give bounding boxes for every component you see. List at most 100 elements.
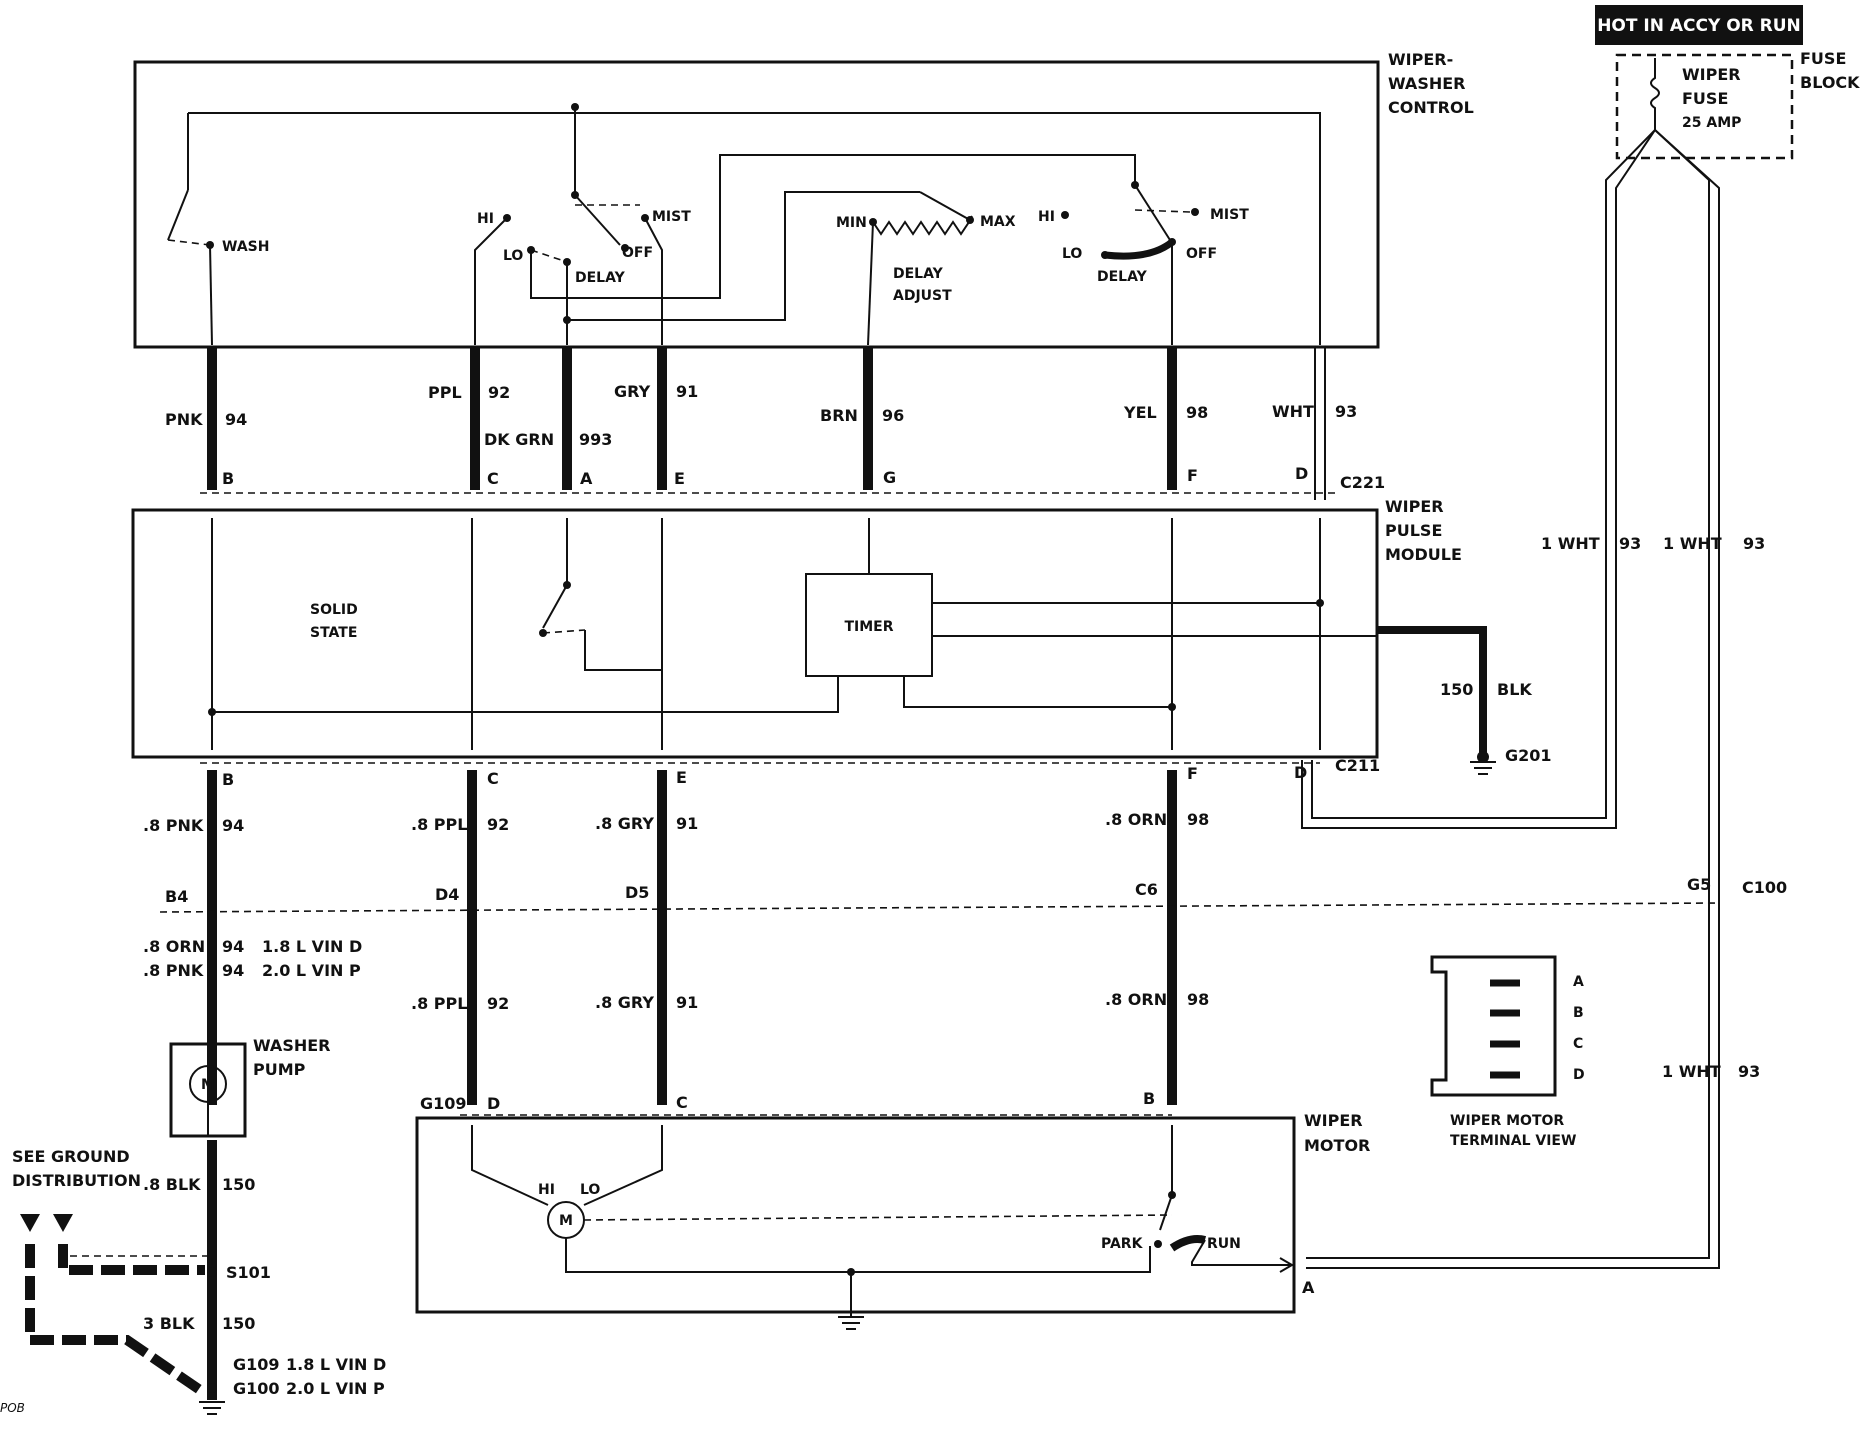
svg-text:MIST: MIST [652, 209, 691, 225]
control-label-1: WIPER- [1388, 50, 1453, 69]
svg-text:94: 94 [222, 816, 244, 835]
svg-text:94: 94 [222, 937, 244, 956]
svg-text:1 WHT: 1 WHT [1663, 534, 1722, 553]
connector-c100-line [159, 902, 1721, 913]
svg-text:93: 93 [1619, 534, 1641, 553]
svg-text:1.8 L VIN D: 1.8 L VIN D [262, 937, 362, 956]
svg-text:GRY: GRY [614, 382, 651, 401]
c221-pin-labels: B C A E G F D C221 [222, 464, 1385, 492]
svg-text:LO: LO [503, 248, 523, 264]
svg-text:B: B [1573, 1005, 1584, 1021]
svg-text:B: B [222, 770, 234, 789]
control-internal-wiring [167, 103, 1321, 346]
hot-label: HOT IN ACCY OR RUN [1597, 16, 1801, 36]
svg-text:94: 94 [222, 961, 244, 980]
svg-text:93: 93 [1743, 534, 1765, 553]
svg-text:B: B [1143, 1089, 1155, 1108]
svg-text:.8 ORN: .8 ORN [1105, 990, 1167, 1009]
motor-ground-icon [838, 1272, 864, 1330]
ground-ref-arrow-2 [53, 1214, 73, 1232]
svg-text:150: 150 [1440, 680, 1473, 699]
svg-text:G5: G5 [1687, 875, 1711, 894]
svg-text:.8 PPL: .8 PPL [411, 815, 467, 834]
svg-text:2.0 L VIN P: 2.0 L VIN P [262, 961, 361, 980]
svg-text:92: 92 [488, 383, 510, 402]
svg-text:C: C [487, 469, 499, 488]
svg-text:YEL: YEL [1123, 403, 1157, 422]
svg-text:.8 ORN: .8 ORN [143, 937, 205, 956]
svg-text:MAX: MAX [980, 214, 1016, 230]
svg-text:M: M [201, 1077, 215, 1093]
svg-text:150: 150 [222, 1175, 255, 1194]
washer-pump: M WASHER PUMP [169, 1036, 330, 1138]
svg-text:A: A [1302, 1278, 1315, 1297]
wiper-fuse-icon [1650, 58, 1660, 130]
svg-text:D4: D4 [435, 885, 459, 904]
svg-text:M: M [559, 1213, 573, 1229]
middle-wire-labels: .8 PNK 94 .8 PPL 92 .8 GRY 91 .8 ORN 98 [143, 810, 1209, 835]
svg-text:150: 150 [222, 1314, 255, 1333]
right-wire-labels: 1 WHT 93 1 WHT 93 1 WHT 93 [1541, 534, 1765, 1081]
solid-state-label-2: STATE [310, 625, 357, 641]
svg-text:94: 94 [225, 410, 247, 429]
svg-text:93: 93 [1738, 1062, 1760, 1081]
svg-text:WIPER MOTOR: WIPER MOTOR [1450, 1113, 1564, 1129]
svg-text:F: F [1187, 764, 1198, 783]
fuse-block-label-2: BLOCK [1800, 73, 1860, 92]
pump-ground-harness [20, 1140, 225, 1415]
svg-text:.8 BLK: .8 BLK [143, 1175, 201, 1194]
svg-text:WASHER: WASHER [253, 1036, 330, 1055]
svg-text:C: C [487, 769, 499, 788]
svg-text:D5: D5 [625, 883, 649, 902]
fuse-block-outline [1615, 53, 1794, 160]
svg-text:OFF: OFF [622, 245, 653, 261]
svg-text:C: C [1573, 1036, 1583, 1052]
svg-text:.8 GRY: .8 GRY [595, 993, 654, 1012]
svg-text:2.0 L VIN P: 2.0 L VIN P [286, 1379, 385, 1398]
ground-g201-label: G201 [1505, 746, 1552, 765]
svg-text:G100: G100 [233, 1379, 280, 1398]
svg-text:HI: HI [538, 1182, 555, 1198]
svg-text:.8 ORN: .8 ORN [1105, 810, 1167, 829]
svg-text:D: D [1573, 1067, 1585, 1083]
fuse-block-label-1: FUSE [1800, 49, 1846, 68]
svg-text:993: 993 [579, 430, 612, 449]
svg-text:.8 PNK: .8 PNK [143, 961, 204, 980]
svg-text:D: D [1295, 464, 1308, 483]
svg-text:.8 PNK: .8 PNK [143, 816, 204, 835]
pulse-label-3: MODULE [1385, 545, 1462, 564]
fuse-name-2: FUSE [1682, 89, 1728, 108]
pulse-label-2: PULSE [1385, 521, 1442, 540]
svg-text:E: E [674, 469, 685, 488]
svg-text:DELAY: DELAY [1097, 269, 1148, 285]
svg-text:92: 92 [487, 815, 509, 834]
feed-wires-93 [1301, 129, 1720, 1269]
svg-text:PARK: PARK [1101, 1236, 1144, 1252]
svg-text:WHT: WHT [1272, 402, 1314, 421]
upper-wire-labels: PNK 94 PPL 92 DK GRN 993 GRY 91 BRN 96 Y… [165, 382, 1357, 449]
wiper-washer-control-box [133, 60, 1380, 349]
svg-text:3 BLK: 3 BLK [143, 1314, 195, 1333]
svg-text:98: 98 [1187, 990, 1209, 1009]
svg-text:E: E [676, 768, 687, 787]
svg-text:MIN: MIN [836, 215, 867, 231]
svg-text:PUMP: PUMP [253, 1060, 306, 1079]
svg-text:DELAY: DELAY [893, 266, 944, 282]
svg-text:MIST: MIST [1210, 207, 1249, 223]
corner-mark: POB [0, 1401, 25, 1415]
svg-text:98: 98 [1187, 810, 1209, 829]
upper-harness [200, 347, 1335, 500]
svg-text:A: A [1573, 974, 1584, 990]
solid-state-label-1: SOLID [310, 602, 358, 618]
see-ground-distribution-1: SEE GROUND [12, 1147, 130, 1166]
splice-s101: S101 [226, 1263, 271, 1282]
svg-text:ADJUST: ADJUST [893, 288, 952, 304]
svg-text:HI: HI [477, 211, 494, 227]
svg-text:91: 91 [676, 814, 698, 833]
svg-text:LO: LO [580, 1182, 600, 1198]
fuse-rating: 25 AMP [1682, 115, 1741, 131]
svg-text:C: C [676, 1093, 688, 1112]
svg-text:.8 PPL: .8 PPL [411, 994, 467, 1013]
svg-text:B: B [222, 469, 234, 488]
svg-text:OFF: OFF [1186, 246, 1217, 262]
